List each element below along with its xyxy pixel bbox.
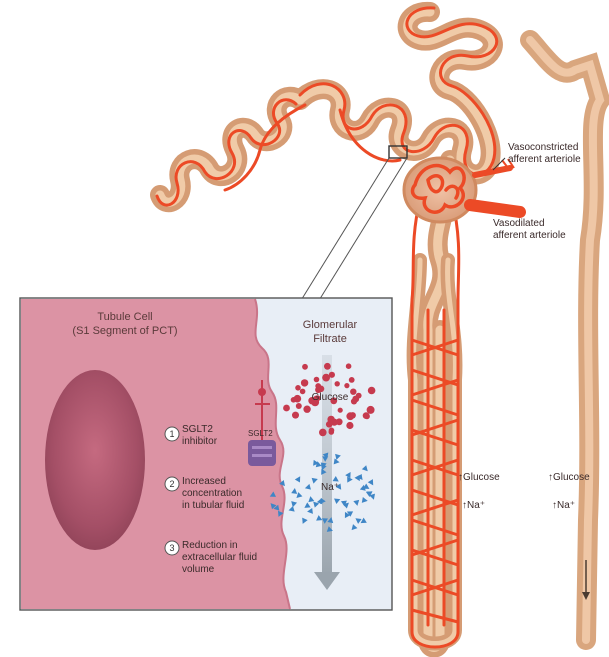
filtrate-title-line1: Glomerular [303,319,358,331]
glucose-molecule [314,377,320,383]
filtrate-title-line2: Filtrate [313,333,347,345]
glucose-molecule [295,385,301,391]
glucose-molecule [350,389,356,395]
cell-title-line2: (S1 Segment of PCT) [72,325,177,337]
step-3-line1: Reduction in [182,540,238,551]
step-2-line2: concentration [182,488,242,499]
dilated-label-line1: Vasodilated [493,218,545,229]
step-3-line2: extracellular fluid [182,552,257,563]
dilated-arteriole [470,205,520,212]
glucose-molecule [344,383,349,388]
step-3-line3: volume [182,564,215,575]
cell-title-line1: Tubule Cell [97,311,152,323]
step-1-line2: inhibitor [182,436,218,447]
glucose-molecule [346,363,352,369]
tubule-na-label: ↑Na⁺ [462,500,485,511]
glucose-molecule [300,389,306,395]
transporter-label: SGLT2 [248,429,273,438]
glucose-molecule [283,405,290,412]
glucose-molecule [352,396,359,403]
step-2-line3: in tubular fluid [182,500,244,511]
glucose-molecule [350,412,356,418]
step-2-line1: Increased [182,476,226,487]
glucose-molecule [346,422,353,429]
cell-nucleus [45,370,145,550]
glucose-molecule [335,381,340,386]
glucose-molecule [302,364,308,370]
glucose-molecule [294,395,302,403]
glucose-molecule [319,429,327,437]
constricted-label-line2: afferent arteriole [508,154,581,165]
glucose-molecule [364,413,370,419]
duct-na-label: ↑Na⁺ [552,500,575,511]
tubule-glucose-label: ↑Glucose [458,472,500,483]
glucose-molecule [301,379,308,386]
tubule-cell-inset: SGLT2 Tubule Cell (S1 Segment of PCT) Gl… [20,298,392,610]
nephron-labels: Vasoconstricted afferent arteriole Vasod… [458,142,590,511]
step-1-line1: SGLT2 [182,424,213,435]
glucose-molecule [303,406,310,413]
glucose-molecule [338,408,343,413]
glucose-molecule [349,377,355,383]
step-2-number: 2 [169,479,174,489]
glomerulus [404,158,520,222]
na-label: Na⁺ [321,482,339,493]
glucose-molecule [368,387,376,395]
glucose-molecule [324,363,331,370]
step-3-number: 3 [169,543,174,553]
glucose-molecule [322,374,330,382]
duct-glucose-label: ↑Glucose [548,472,590,483]
collecting-duct [530,40,600,640]
glucose-molecule [329,429,335,435]
magnifier-callout [300,146,407,302]
glucose-label: Glucose [312,392,349,403]
constricted-label-line1: Vasoconstricted [508,142,578,153]
glucose-molecule [292,412,299,419]
glucose-molecule [296,403,302,409]
step-1-number: 1 [169,429,174,439]
inhibitor-dot [258,388,266,396]
glucose-molecule [327,416,334,423]
glucose-molecule [367,406,375,414]
dilated-label-line2: afferent arteriole [493,230,566,241]
